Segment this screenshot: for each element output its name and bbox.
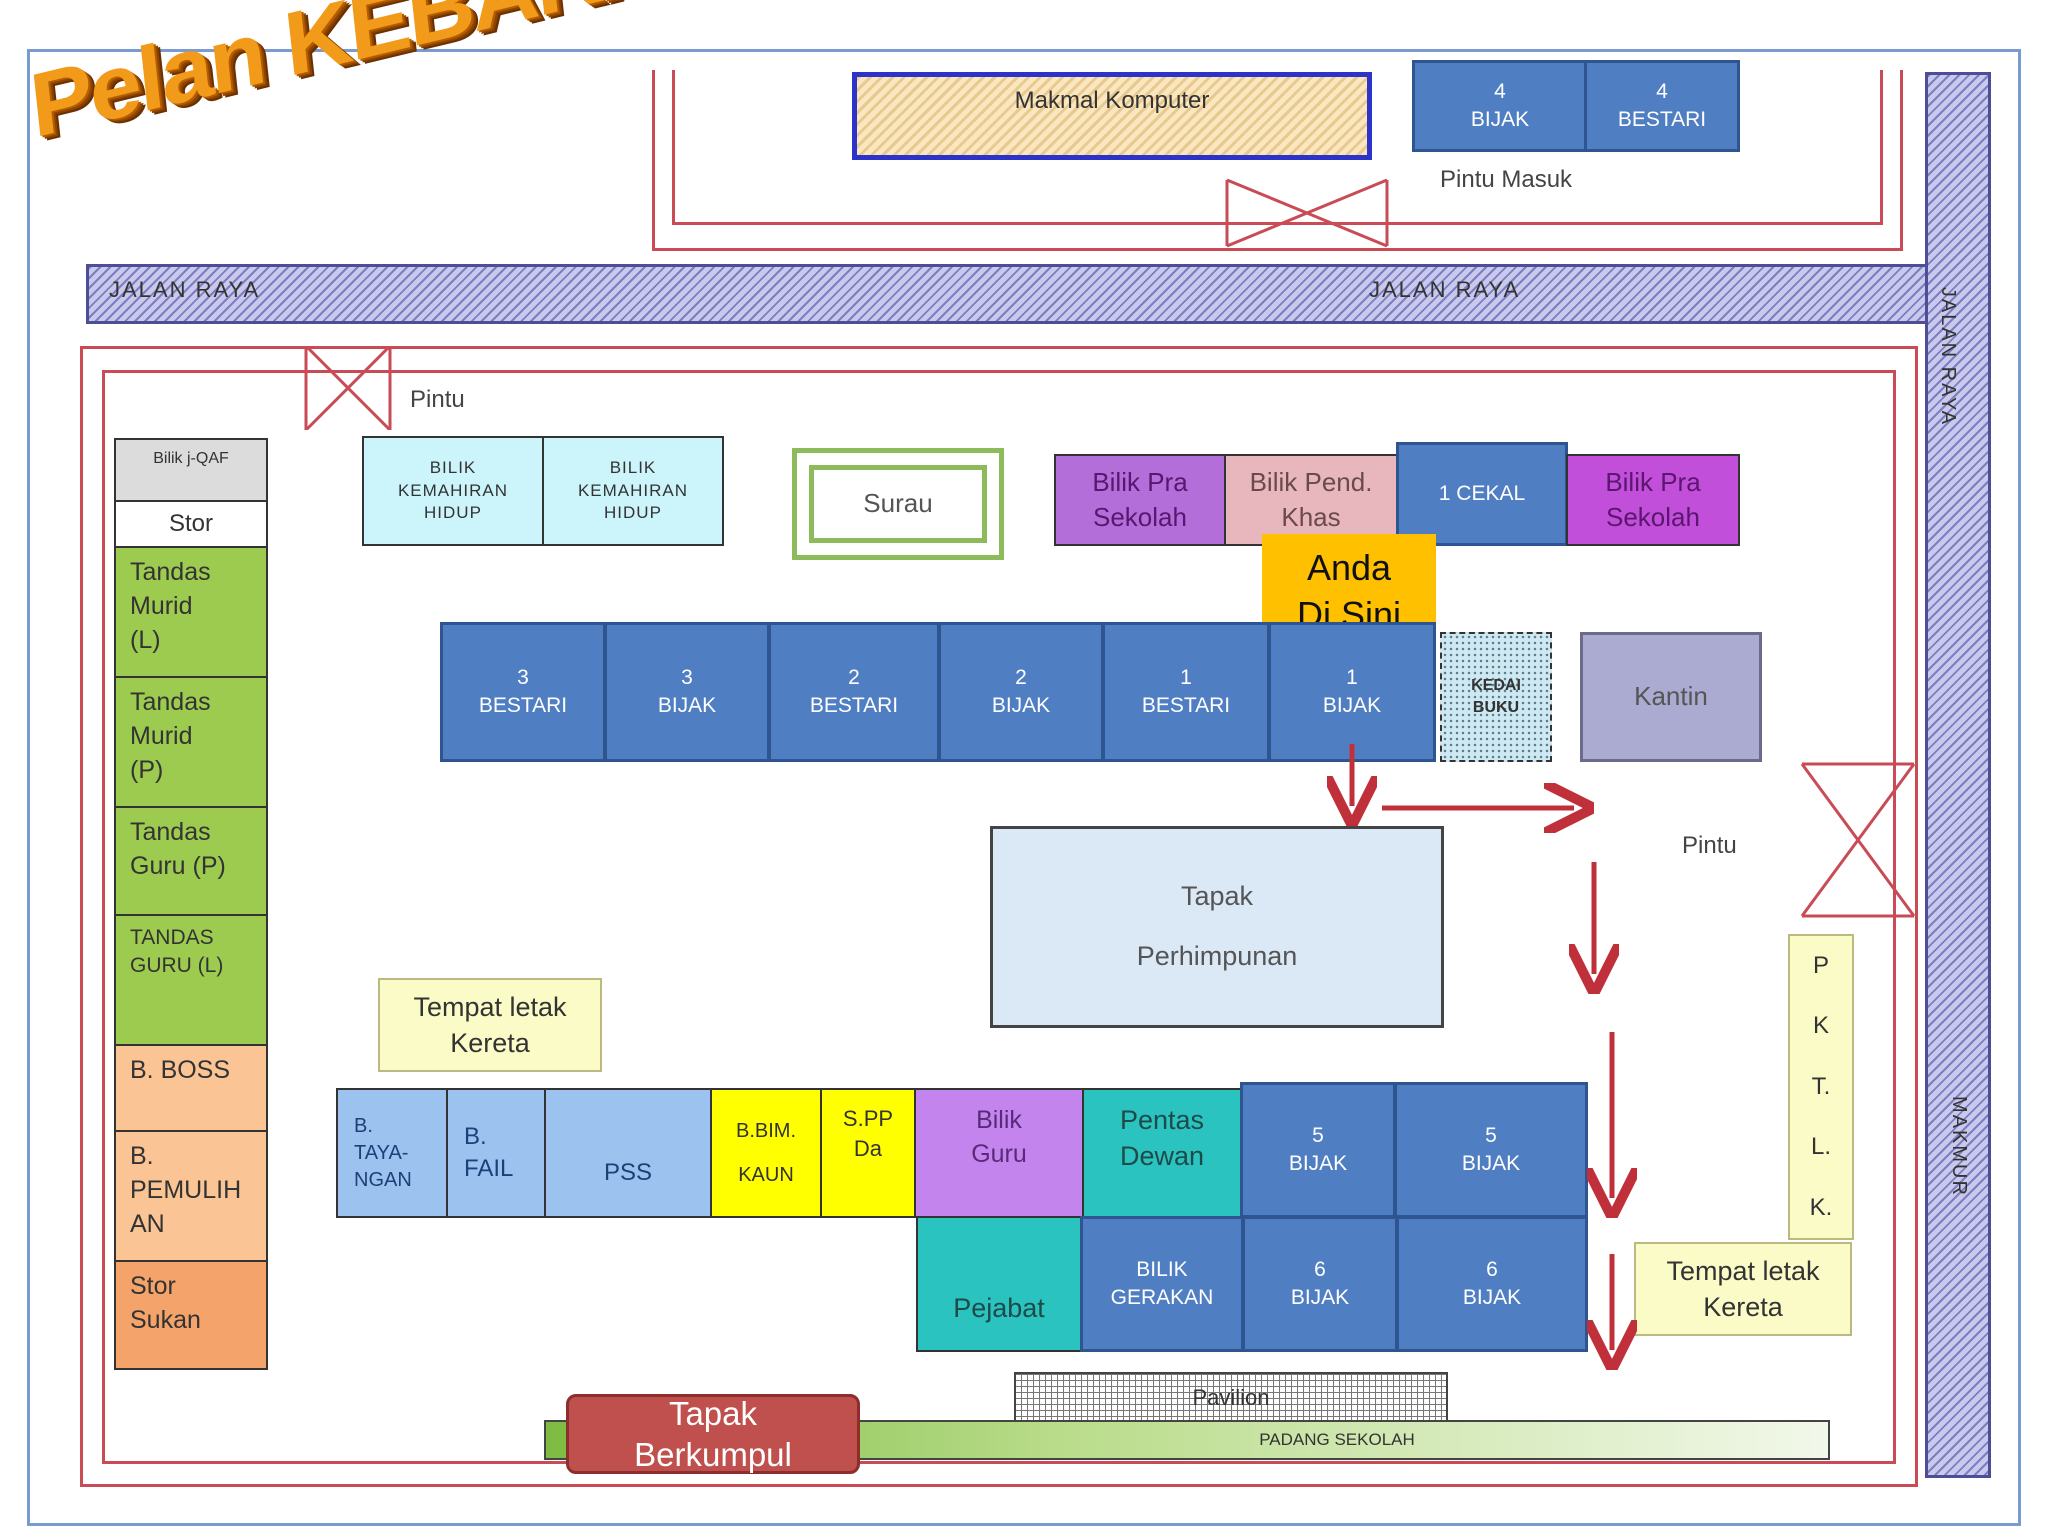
school-wall-outer — [80, 346, 1918, 1487]
gate-main-label: Pintu Masuk — [1440, 166, 1573, 193]
classroom-2-bestari: 2 BESTARI — [768, 622, 940, 762]
pktlk-t: T. — [1811, 1072, 1831, 1100]
pavilion: Pavilion — [1014, 1372, 1448, 1424]
tapak-berkumpul: Tapak Berkumpul — [566, 1394, 860, 1474]
classroom-1-bestari: 1 BESTARI — [1102, 622, 1270, 762]
map-frame — [27, 49, 2021, 1526]
classroom-4-bestari: 4 BESTARI — [1584, 60, 1740, 152]
surau-inner: Surau — [809, 465, 987, 543]
pktlk-k2: K. — [1809, 1193, 1833, 1221]
bilik-kemahiran-hidup-1: BILIK KEMAHIRAN HIDUP — [362, 436, 544, 546]
classroom-5-bijak-1: 5 BIJAK — [1240, 1082, 1396, 1218]
top-wall-outer — [652, 70, 1903, 251]
kedai-buku: KEDAI BUKU — [1440, 632, 1552, 762]
stor-sukan: Stor Sukan — [114, 1260, 268, 1370]
makmal-komputer: Makmal Komputer — [852, 72, 1372, 160]
pss: PSS — [544, 1088, 712, 1218]
tempat-letak-kereta-2: Tempat letak Kereta — [1634, 1242, 1852, 1336]
bilik-kemahiran-hidup-2: BILIK KEMAHIRAN HIDUP — [542, 436, 724, 546]
bilik-gerakan: BILIK GERAKAN — [1080, 1216, 1244, 1352]
classroom-1-cekal: 1 CEKAL — [1396, 442, 1568, 546]
pktlk-k1: K — [1812, 1012, 1829, 1040]
pejabat: Pejabat — [916, 1216, 1082, 1352]
kantin: Kantin — [1580, 632, 1762, 762]
gate-right-label: Pintu — [1682, 832, 1737, 859]
classroom-3-bestari: 3 BESTARI — [440, 622, 606, 762]
gate-main — [1225, 178, 1389, 248]
classroom-6-bijak-2: 6 BIJAK — [1396, 1216, 1588, 1352]
tempat-letak-kereta-1: Tempat letak Kereta — [378, 978, 602, 1072]
road-label-left: JALAN RAYA — [109, 277, 261, 302]
pentas-dewan: Pentas Dewan — [1082, 1088, 1242, 1218]
tandas-murid-p: Tandas Murid (P) — [114, 676, 268, 808]
road-label-right: JALAN RAYA — [1369, 277, 1521, 302]
bilik-pra-sekolah-1: Bilik Pra Sekolah — [1054, 454, 1226, 546]
bilik-pra-sekolah-2: Bilik Pra Sekolah — [1566, 454, 1740, 546]
s-pp-da: S.PP Da — [820, 1088, 916, 1218]
stor: Stor — [114, 500, 268, 548]
bilik-jqaf: Bilik j-QAF — [114, 438, 268, 502]
b-boss: B. BOSS — [114, 1044, 268, 1132]
road-right: JALAN RAYA MAKMUR — [1925, 72, 1991, 1478]
pktlk-strip: P K T. L. K. — [1788, 934, 1854, 1240]
b-pemulihan: B. PEMULIH AN — [114, 1130, 268, 1262]
gate-top-label: Pintu — [410, 386, 465, 413]
gate-top-left — [304, 346, 392, 430]
surau: Surau — [792, 448, 1004, 560]
classroom-6-bijak-1: 6 BIJAK — [1242, 1216, 1398, 1352]
b-bim-kaun: B.BIM. KAUN — [710, 1088, 822, 1218]
tapak-perhimpunan: Tapak Perhimpunan — [990, 826, 1444, 1028]
bilik-guru: Bilik Guru — [914, 1088, 1084, 1218]
b-tayangan: B. TAYA- NGAN — [336, 1088, 448, 1218]
gate-right — [1800, 762, 1916, 918]
pktlk-l: L. — [1810, 1133, 1831, 1161]
classroom-5-bijak-2: 5 BIJAK — [1394, 1082, 1588, 1218]
pktlk-p: P — [1812, 952, 1829, 979]
classroom-4-bijak: 4 BIJAK — [1412, 60, 1588, 152]
top-wall-inner — [672, 70, 1883, 225]
tandas-guru-p: Tandas Guru (P) — [114, 806, 268, 916]
road-top: JALAN RAYA JALAN RAYA — [86, 264, 1930, 324]
